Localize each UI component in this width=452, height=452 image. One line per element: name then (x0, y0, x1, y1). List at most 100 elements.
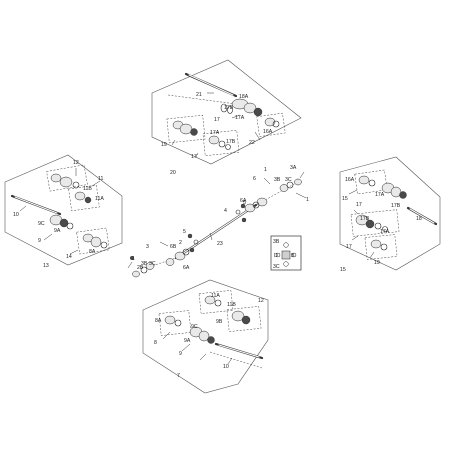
bottom-parts-group (142, 279, 269, 394)
callout-label: 16A (263, 129, 273, 135)
callout-label: 22 (249, 140, 255, 146)
callout-label: 6B (170, 244, 177, 250)
callout-label: 17B (226, 139, 236, 145)
right-lower-joint (355, 214, 388, 232)
inset-label: D (274, 253, 278, 259)
right-upper-boot (381, 182, 407, 199)
callout-label: 13 (43, 263, 49, 269)
top-boot-assembly (220, 98, 263, 117)
callout-label: 17A (235, 115, 245, 121)
top-group-outline (151, 59, 302, 165)
callout-label: 17 (356, 202, 362, 208)
callout-label: 9C (38, 221, 45, 227)
callout-label: 19 (374, 260, 380, 266)
callout-label: 11A (95, 196, 104, 202)
callout-label: 7 (177, 373, 180, 379)
center-yoke-upper (244, 197, 268, 213)
callout-label: 16A (345, 177, 355, 183)
callout-label: 1 (306, 197, 309, 203)
callout-label: 2 (179, 240, 182, 246)
callout-label: 3C (285, 177, 292, 183)
top-joint-right (264, 117, 280, 128)
callout-label: 10 (13, 212, 19, 218)
callout-label: 6 (253, 176, 256, 182)
callout-label: 19 (161, 142, 167, 148)
center-yoke-upper-right (279, 178, 302, 192)
bottom-group-outline (142, 279, 269, 394)
callout-label: 9C (191, 324, 198, 330)
callout-label: 17A (375, 192, 385, 198)
callout-label: 17 (191, 154, 197, 160)
callout-label: 14 (66, 254, 72, 260)
callout-label: 11B (83, 186, 92, 192)
left-lower-joint (82, 233, 108, 249)
callout-label: 6A (240, 198, 247, 204)
top-boot-assembly-lower (172, 120, 198, 136)
callout-label: 15 (342, 196, 348, 202)
callout-label: 17B (224, 105, 234, 111)
callout-label: 8 (154, 340, 157, 346)
callout-label: 17 (346, 244, 352, 250)
callout-label: 8A (89, 249, 96, 255)
callout-label: 3B (141, 261, 148, 267)
center-yoke-lower (165, 248, 190, 266)
right-upper-joint (358, 175, 376, 187)
callout-label: 1 (132, 256, 135, 262)
callout-label: 17A (210, 130, 220, 136)
callout-label: 9 (38, 238, 41, 244)
callout-label: 17B (391, 203, 401, 209)
left-inner-joint (49, 214, 74, 230)
bottom-upper-joint (204, 295, 222, 307)
left-mid-joint (74, 191, 92, 204)
callout-label: 21 (196, 92, 202, 98)
callout-label: 9 (179, 351, 182, 357)
inset-label: 3B (273, 239, 280, 245)
right-bottom-joint (370, 239, 388, 251)
callout-label: 3 (146, 244, 149, 250)
callout-label: 5 (183, 229, 186, 235)
callout-label: 8A (155, 318, 162, 324)
callout-label: 12 (73, 160, 79, 166)
bottom-left-joint (164, 315, 182, 327)
top-joint-lower (208, 135, 231, 150)
callout-label: 3A (290, 165, 297, 171)
inset-label: B (291, 253, 295, 259)
callout-label: 6A (183, 265, 190, 271)
inset-detail-box (270, 235, 302, 271)
bottom-mid-boot (189, 326, 215, 344)
callout-label: 17 (214, 117, 220, 123)
callout-label: 17A (380, 229, 390, 235)
center-yoke-left (132, 262, 155, 278)
center-driveshaft (127, 171, 307, 278)
top-parts-group (151, 59, 302, 165)
left-upper-joint (50, 173, 80, 189)
center-small-parts (129, 203, 247, 261)
callout-label: 4 (224, 208, 227, 214)
callout-label: 18A (239, 94, 249, 100)
bottom-right-boot (231, 310, 251, 325)
callout-label: 12 (258, 298, 264, 304)
callout-label: 17B (360, 216, 370, 222)
callout-label: 3C (149, 261, 156, 267)
callout-label: 20 (170, 170, 176, 176)
callout-label: 2B (137, 265, 144, 271)
callout-label: 11B (227, 302, 236, 308)
callout-label: 1 (264, 167, 267, 173)
callout-label: 15 (340, 267, 346, 273)
callout-label: 5 (243, 200, 246, 206)
callout-label: 10 (223, 364, 229, 370)
callout-label: 9A (184, 338, 191, 344)
left-parts-group (4, 154, 123, 266)
callout-label: 9A (54, 228, 61, 234)
callout-label: 3B (274, 177, 281, 183)
inset-label: 3C (273, 264, 280, 270)
right-group-outline (339, 156, 441, 271)
right-parts-group (339, 156, 441, 271)
callout-label: 18 (416, 216, 422, 222)
callout-label: 11 (98, 176, 103, 182)
callout-label: 11A (211, 293, 220, 299)
callout-label: 23 (217, 241, 223, 247)
callout-label: 9B (216, 319, 223, 325)
left-group-outline (4, 154, 123, 266)
